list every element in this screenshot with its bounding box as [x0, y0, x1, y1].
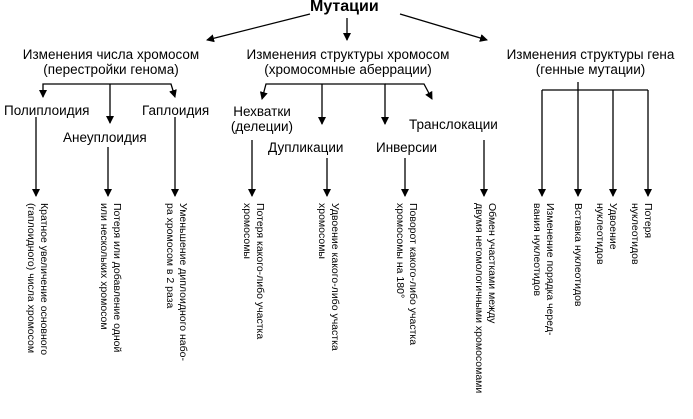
diagram-title: Мутации	[310, 0, 379, 15]
desc-inversion: Поворот какого-либо участка хромосомы на…	[394, 203, 420, 346]
desc-gene-loss: Потеря нуклеотидов	[629, 203, 655, 265]
type-polyploidy: Полиплоидия	[4, 103, 90, 118]
connector-inversion	[322, 83, 389, 125]
arrow-title-to-number	[206, 13, 311, 43]
category-gene-structure: Изменения структуры гена (генные мутации…	[506, 47, 675, 77]
connector-haploidy	[110, 83, 177, 98]
connector-deletion	[259, 83, 322, 100]
desc-gene-dup: Удвоение нуклеотидов	[594, 203, 620, 265]
type-inversion: Инверсии	[376, 140, 438, 155]
category-chromosome-structure: Изменения структуры хромосом (хромосомны…	[246, 47, 450, 77]
category-chromosome-number: Изменения числа хромосом (перестройки ге…	[22, 47, 200, 77]
type-deletion: Нехватки (делеции)	[230, 104, 294, 134]
type-duplication: Дупликации	[268, 140, 344, 155]
desc-polyploidy: Кратное увеличение основного (гаплоидног…	[25, 203, 51, 356]
desc-aneuploidy: Потеря или добавление одной или нескольк…	[98, 203, 124, 353]
desc-haploidy: Уменьшение диплоидного набо- ра хромосом…	[164, 203, 190, 361]
desc-gene-order: Изменение порядка черед- вания нуклеотид…	[531, 203, 557, 336]
desc-gene-insert: Вставка нуклеотидов	[572, 203, 584, 307]
arrow-title-to-gene	[399, 13, 488, 42]
desc-duplication: Удвоение какого-либо участка хромосомы	[316, 203, 342, 351]
type-translocation: Транслокации	[409, 117, 498, 132]
desc-deletion: Потеря какого-либо участка хромосомы	[241, 203, 267, 340]
type-haploidy: Гаплоидия	[142, 103, 210, 118]
type-aneuploidy: Анеуплоидия	[63, 130, 147, 145]
connector-genome	[39, 83, 110, 98]
desc-translocation: Обмен участками между двумя негомологичн…	[473, 203, 499, 394]
connector-translocation	[385, 83, 433, 100]
